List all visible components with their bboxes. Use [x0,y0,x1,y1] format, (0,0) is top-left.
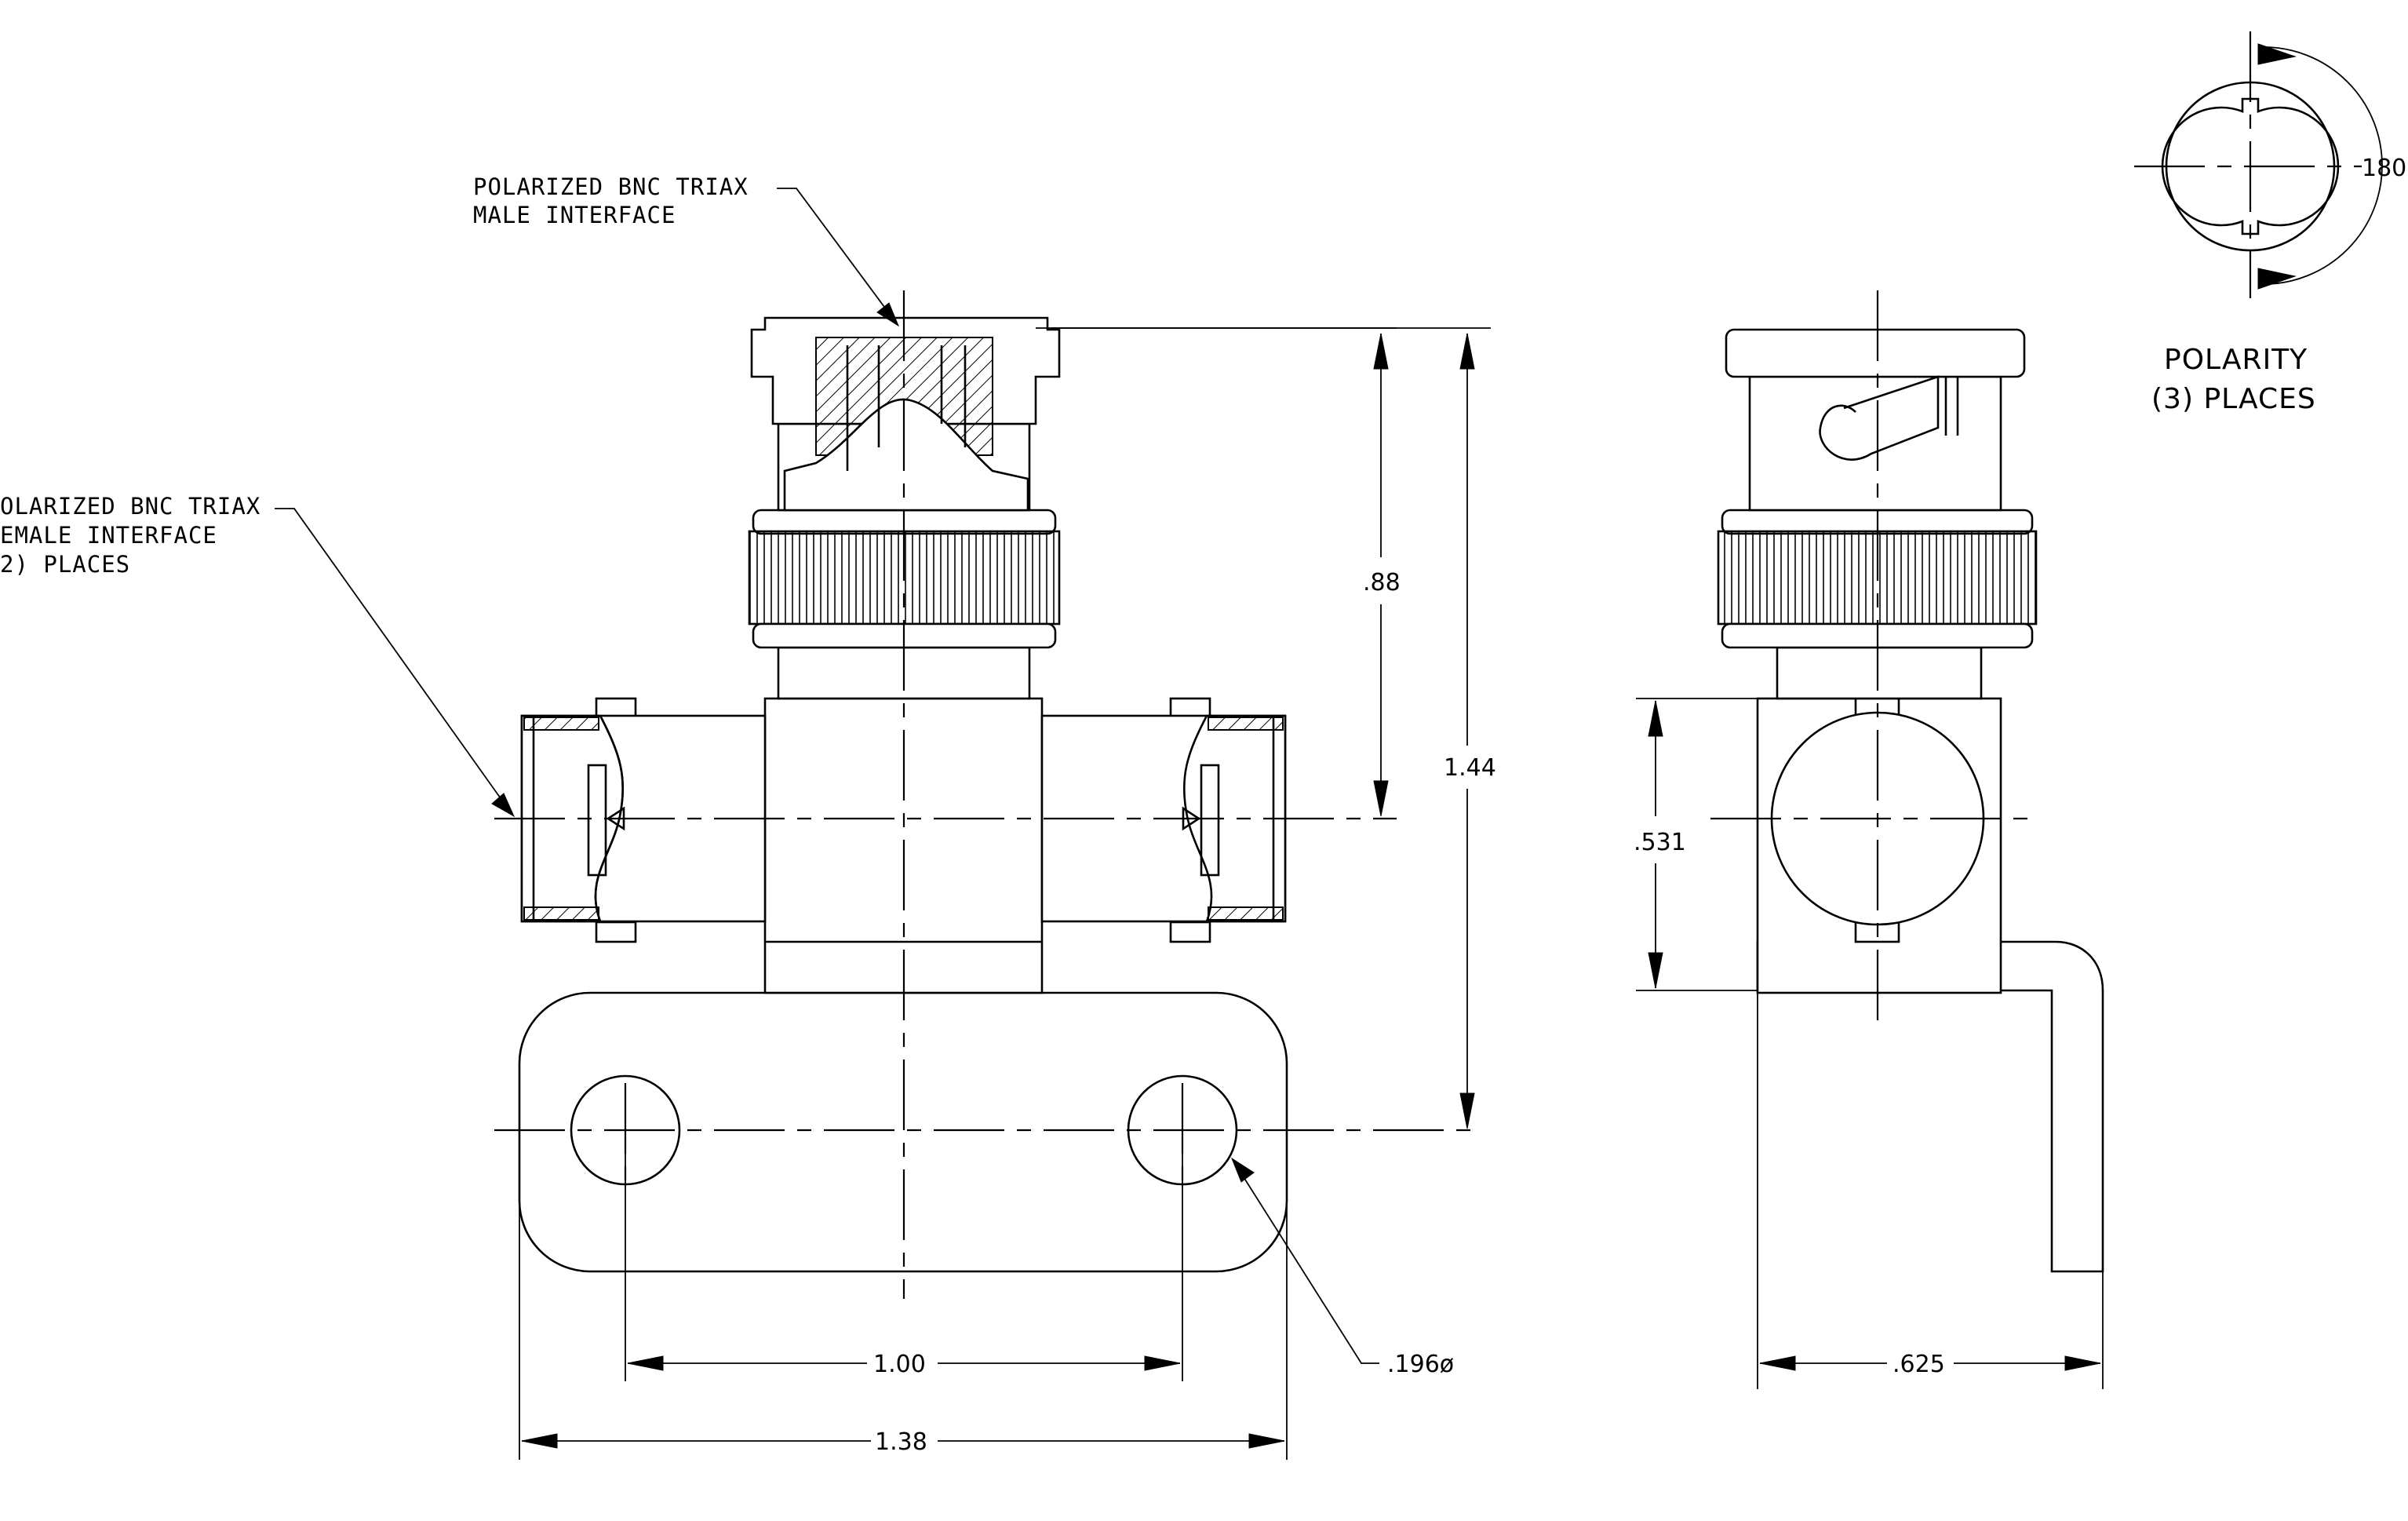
female-interface-label-line3: 2) PLACES [0,551,130,578]
dim-side-height: .531 [1634,698,1758,991]
dim-base-width-value: 1.38 [875,1428,927,1456]
female-interface-callout: OLARIZED BNC TRIAX EMALE INTERFACE 2) PL… [0,493,515,818]
dim-side-width-value: .625 [1893,1351,1945,1378]
left-female-interface [520,697,767,943]
dim-hole-spacing: 1.00 [625,1130,1183,1381]
side-view [1710,290,2104,1273]
dim-hole-diameter: .196ø [1230,1157,1454,1378]
right-female-interface [1040,697,1287,943]
polarity-angle: 180° [2362,155,2408,182]
front-view [494,290,1475,1299]
dim-hole-diameter-value: .196ø [1387,1351,1454,1378]
dim-side-height-value: .531 [1634,829,1686,856]
polarity-detail: 180° POLARITY (3) PLACES [2134,31,2408,415]
male-interface-callout: POLARIZED BNC TRIAX MALE INTERFACE [473,173,900,327]
male-interface-label-line2: MALE INTERFACE [473,202,676,228]
polarity-label-line2: (3) PLACES [2151,383,2316,415]
dim-side-width: .625 [1757,993,2104,1389]
dim-base-width: 1.38 [519,1130,1288,1460]
female-interface-label-line2: EMALE INTERFACE [0,522,217,549]
polarity-label-line1: POLARITY [2164,344,2308,376]
dim-male-height-value: .88 [1363,569,1401,596]
dim-overall-height: 1.44 [1051,327,1496,1129]
dim-hole-spacing-value: 1.00 [873,1351,926,1378]
male-interface-label-line1: POLARIZED BNC TRIAX [473,173,749,200]
female-interface-label-line1: OLARIZED BNC TRIAX [0,493,260,520]
dim-overall-height-value: 1.44 [1444,754,1496,782]
